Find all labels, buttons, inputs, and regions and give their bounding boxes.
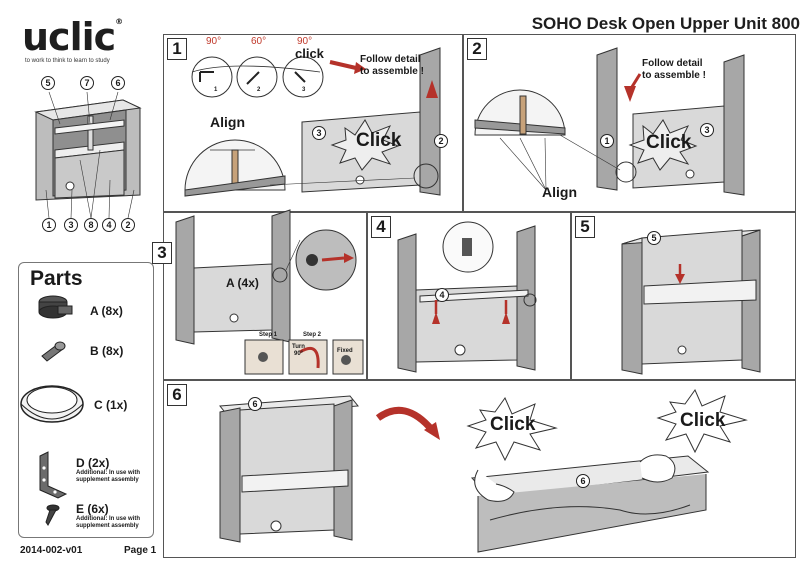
- step-2-click-label: Click: [646, 132, 692, 153]
- page-number: Page 1: [124, 545, 157, 556]
- part-c-icon: [20, 385, 84, 423]
- step-1-angle-3: 90°: [297, 36, 313, 47]
- overview-label-1: 1: [42, 218, 56, 232]
- step-1-angle-2: 60°: [251, 36, 267, 47]
- step-3-turn: Turn: [292, 344, 305, 350]
- part-a-icon: [38, 295, 73, 319]
- document-id: 2014-002-v01: [20, 545, 83, 556]
- step-6-click-left: Click: [490, 414, 536, 435]
- part-e-label: E (6x): [76, 502, 109, 516]
- step-6-part-top: 6: [248, 397, 262, 411]
- step-1-click-label: Click: [356, 130, 402, 151]
- step-1-part-3: 3: [312, 126, 326, 140]
- step-1-click-small: click: [295, 46, 324, 61]
- overview-label-6: 6: [111, 76, 125, 90]
- overview-label-3: 3: [64, 218, 78, 232]
- step-1-number: 1: [167, 38, 187, 60]
- step-4-part-4: 4: [435, 288, 449, 302]
- step-1-part-2: 2: [434, 134, 448, 148]
- part-b-icon: [41, 341, 66, 362]
- step-5-part-5: 5: [647, 231, 661, 245]
- part-a-label: A (8x): [90, 304, 123, 318]
- step-6-number: 6: [167, 384, 187, 406]
- step-2-part-3: 3: [700, 123, 714, 137]
- step-3-step2: Step 2: [303, 332, 322, 338]
- step-1-angle-1: 90°: [206, 36, 222, 47]
- step-2-align-label: Align: [542, 184, 577, 200]
- step-3-a-label: A (4x): [226, 276, 259, 290]
- step-3-turn-deg: 90°: [294, 351, 304, 357]
- part-e-note: Additional: In use with supplement assem…: [76, 516, 140, 529]
- part-c-label: C (1x): [94, 398, 128, 412]
- overview-label-5: 5: [41, 76, 55, 90]
- step-2-number: 2: [467, 38, 487, 60]
- step-1-sub-1: 1: [214, 87, 218, 93]
- part-b-label: B (8x): [90, 344, 124, 358]
- step-3-fixed: Fixed: [337, 348, 353, 354]
- step-3-number: 3: [152, 242, 172, 264]
- overview-label-7: 7: [80, 76, 94, 90]
- brand-logo: uclic®: [22, 15, 123, 59]
- parts-title: Parts: [30, 267, 83, 290]
- logo-text: uclic: [22, 15, 116, 59]
- part-d-icon: [39, 451, 68, 499]
- parts-list-box: [18, 262, 154, 538]
- part-d-note: Additional: In use with supplement assem…: [76, 470, 140, 483]
- overview-label-8: 8: [84, 218, 98, 232]
- step-1-sub-2: 2: [257, 87, 261, 93]
- brand-tagline: to work to think to learn to study: [25, 58, 110, 64]
- step-1-sub-3: 3: [302, 87, 306, 93]
- registered-mark: ®: [115, 17, 123, 26]
- part-e-icon: [45, 504, 60, 526]
- step-2-part-1: 1: [600, 134, 614, 148]
- step-1-align-label: Align: [210, 114, 245, 130]
- step-5-number: 5: [575, 216, 595, 238]
- overview-label-2: 2: [121, 218, 135, 232]
- page-title: SOHO Desk Open Upper Unit 800: [531, 14, 800, 33]
- step-4-number: 4: [371, 216, 391, 238]
- step-6-part-flat: 6: [576, 474, 590, 488]
- part-d-label: D (2x): [76, 456, 110, 470]
- step-3-step1: Step 1: [259, 332, 278, 338]
- step-6-click-right: Click: [680, 410, 726, 431]
- overview-label-4: 4: [102, 218, 116, 232]
